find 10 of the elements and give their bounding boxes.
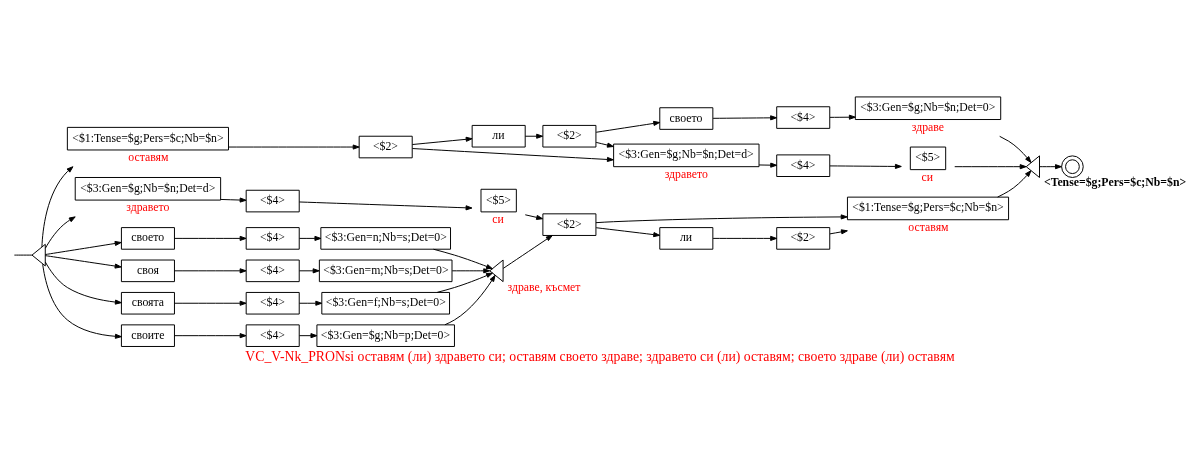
node-label: оставям xyxy=(908,221,949,235)
node-label: оставям xyxy=(128,151,169,165)
node-label: <Tense=$g;Pers=$c;Nb=$n> xyxy=(1043,175,1187,189)
node-label: здравето xyxy=(664,168,708,182)
caption: VC_V-Nk_PRONsi оставям (ли) здравето си; оставям своето здраве; здравето си (ли) оставям; своето здраве (ли) оставям xyxy=(245,349,955,365)
node-label: си xyxy=(492,213,504,227)
node-label: здравето xyxy=(126,201,170,215)
node-label: здраве, късмет xyxy=(507,281,581,295)
node-label: си xyxy=(921,171,934,185)
node-label: здраве xyxy=(911,120,945,134)
